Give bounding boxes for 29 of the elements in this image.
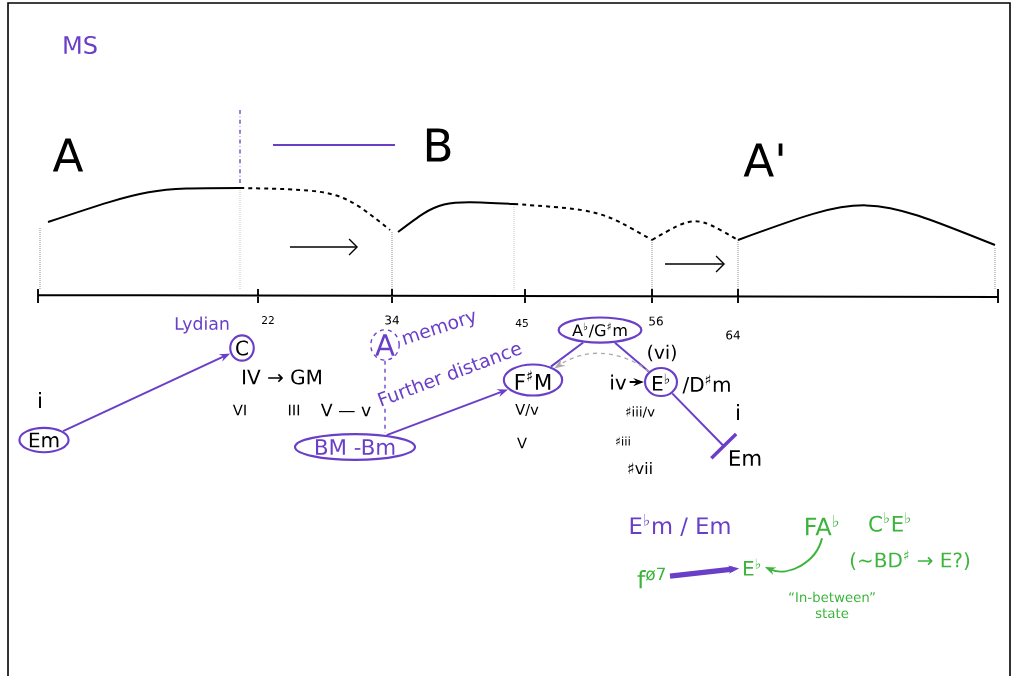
annotation-text: “In-between” state [789, 591, 875, 619]
chord-label: VI [232, 404, 246, 416]
chord-label: V — v [320, 403, 371, 417]
measure-number: 64 [726, 330, 740, 340]
chord-label: E$^{♭}$m / Em [630, 513, 730, 537]
section-label: B [426, 128, 451, 162]
title-label: MS [64, 35, 97, 55]
chord-label: (~BD$^{♯}$ → E?) [850, 550, 970, 570]
chord-label: III [288, 404, 300, 416]
chord-label: IV → GM [243, 369, 321, 385]
chord-label: FA$^{♭}$ [806, 514, 839, 536]
chord-label: ♯iii [616, 436, 630, 446]
chord-label: V [517, 437, 527, 449]
section-label: A' [743, 143, 783, 177]
chord-label: /D$^{♯}$m [682, 374, 730, 394]
chord-label: f$^{ø7}$ [637, 567, 665, 589]
chord-label: (vi) [648, 344, 676, 362]
chord-label: i [39, 391, 41, 409]
chord-label: i [737, 403, 739, 421]
chord-label: ♯vii [628, 461, 652, 475]
measure-number: 45 [515, 319, 528, 327]
chord-label: Em [729, 450, 761, 466]
chord-label: ♯iii/v [626, 406, 655, 418]
section-label: A [52, 138, 84, 172]
chord-label: E$^{♭}$ [744, 558, 761, 576]
measure-number: 22 [262, 316, 274, 324]
chord-label: iv [611, 374, 627, 390]
annotation-text: Lydian [175, 316, 229, 334]
chord-label: C$^{♭}$E$^{♭}$ [869, 512, 911, 532]
